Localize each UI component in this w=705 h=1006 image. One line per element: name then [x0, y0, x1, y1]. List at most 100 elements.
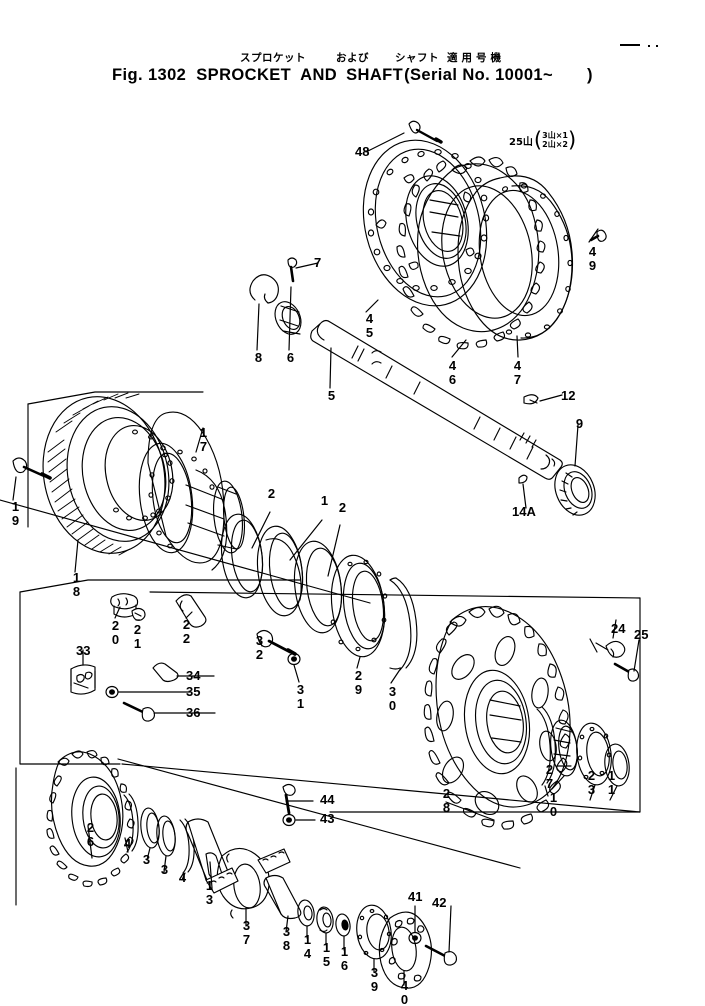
part-30-seal-ring — [389, 577, 418, 671]
corner-registration-dash — [620, 44, 640, 46]
part-34-pin — [152, 662, 179, 683]
callout-39: 39 — [367, 965, 382, 993]
diagonal-separator-1 — [0, 499, 371, 604]
callout-37: 37 — [239, 918, 254, 946]
callout-48: 48 — [355, 144, 370, 159]
callout-15: 15 — [319, 940, 334, 968]
part-4-spacer-a — [123, 793, 139, 853]
callout-2b: 2 — [335, 500, 350, 514]
callout-16: 16 — [337, 944, 352, 972]
part-5-main-shaft — [310, 319, 563, 480]
callout-43: 43 — [320, 811, 335, 826]
part-36-bolt — [122, 701, 156, 722]
callout-7: 7 — [314, 255, 322, 270]
callout-40: 40 — [397, 978, 412, 1006]
part-27-ring — [536, 706, 556, 786]
callout-44: 44 — [320, 792, 335, 807]
part-16-lock-washer — [335, 913, 351, 937]
callout-47: 47 — [510, 358, 525, 386]
callout-33: 33 — [76, 643, 91, 658]
tooth-note-paren-open: ( — [533, 128, 543, 152]
callout-41: 41 — [408, 889, 423, 904]
callout-2a: 2 — [264, 486, 279, 500]
callout-38: 38 — [279, 924, 294, 952]
callout-4a: 4 — [120, 836, 135, 850]
part-14-washer — [297, 899, 315, 927]
tooth-count-bottom: 2山×2 — [542, 140, 568, 149]
part-43-washer — [282, 813, 296, 827]
callout-29: 29 — [351, 668, 366, 696]
part-46-sprocket-ring — [396, 156, 546, 350]
callout-13: 13 — [202, 878, 217, 906]
tooth-count-main: 25山 — [509, 136, 533, 148]
callout-31: 31 — [293, 682, 308, 710]
part-14A-key — [518, 474, 528, 484]
part-19-bolt — [12, 457, 52, 480]
part-2-seal-ring-a — [220, 513, 264, 599]
part-22-dowel-pin — [175, 594, 207, 628]
part-18-bull-gear — [42, 392, 175, 556]
part-1-seal-ring — [256, 525, 304, 617]
part-33-bracket — [70, 664, 96, 695]
callout-32: 32 — [252, 633, 267, 661]
part-7-bolt — [287, 257, 298, 283]
part-6-bearing-collar — [274, 301, 302, 335]
callout-9: 9 — [572, 416, 587, 430]
callout-1: 1 — [317, 493, 332, 507]
callout-10: 10 — [546, 790, 561, 818]
part-37-carrier — [205, 847, 291, 919]
callout-45: 45 — [362, 311, 377, 339]
part-2-seal-ring-b — [293, 540, 343, 634]
callout-14: 14 — [300, 932, 315, 960]
corner-dot-b — [656, 45, 658, 47]
group-frame-upper — [27, 391, 204, 528]
part-42-bolt — [424, 944, 458, 966]
part-28-sprocket — [423, 605, 571, 830]
part-47-rim-ring — [457, 175, 574, 341]
callout-8: 8 — [251, 350, 266, 364]
part-44-bolt — [282, 783, 296, 815]
callout-3b: 3 — [157, 862, 172, 876]
part-38-pin — [263, 874, 302, 920]
callout-12: 12 — [561, 388, 576, 403]
callout-25: 25 — [634, 627, 649, 642]
part-45-hub-flange — [362, 139, 490, 307]
callout-22: 22 — [179, 617, 194, 645]
callout-11: 11 — [604, 768, 619, 796]
part-15-washer — [316, 906, 334, 934]
callout-17: 17 — [196, 425, 211, 453]
tooth-note-paren-close: ) — [567, 128, 577, 152]
callout-49: 49 — [585, 244, 600, 272]
part-40-cover — [378, 911, 433, 989]
callout-30: 30 — [385, 684, 400, 712]
part-23-flange-cap — [576, 722, 612, 786]
diagonal-separator-2 — [117, 758, 521, 869]
corner-dot-a — [648, 45, 650, 47]
part-11-seal-ring — [604, 743, 630, 787]
callout-42: 42 — [432, 895, 447, 910]
callout-4b: 4 — [175, 870, 190, 884]
part-49-bolt — [589, 229, 607, 242]
part-39-flange — [356, 904, 392, 960]
callout-19: 19 — [8, 499, 23, 527]
callout-3a: 3 — [139, 852, 154, 866]
part-12-key — [523, 394, 539, 405]
callout-18: 18 — [69, 570, 84, 598]
callout-24: 24 — [611, 621, 626, 636]
part-21-nut — [131, 607, 146, 621]
part-48-bolt — [408, 120, 443, 144]
callout-26: 26 — [83, 820, 98, 848]
callout-5: 5 — [324, 388, 339, 402]
callout-27: 27 — [542, 762, 557, 790]
callout-46: 46 — [445, 358, 460, 386]
part-3-ring-a — [140, 807, 160, 849]
part-3-ring-b — [156, 815, 176, 857]
callout-21: 21 — [130, 622, 145, 650]
leader-lines — [12, 132, 640, 986]
part-17-hub — [138, 411, 246, 571]
part-24-clamp — [589, 638, 626, 658]
part-26-sprocket — [46, 749, 135, 888]
callout-23: 23 — [584, 768, 599, 796]
